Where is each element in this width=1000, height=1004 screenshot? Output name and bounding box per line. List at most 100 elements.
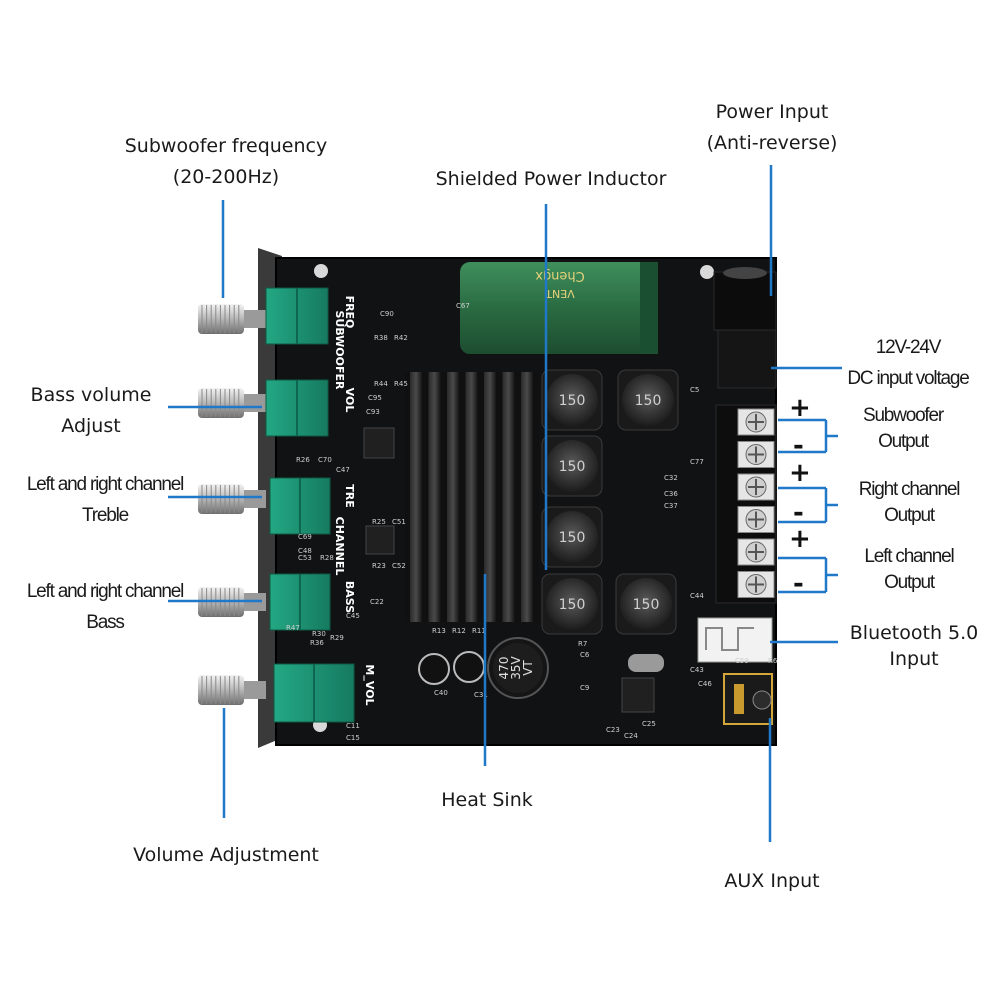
callout-bass-volume: Bass volume Adjust (20, 380, 162, 442)
svg-text:47035VVT: 47035VVT (497, 655, 535, 679)
heat-sink-fin (428, 372, 441, 622)
silkscreen-label: TRE (343, 484, 356, 508)
component-ref-label: C59 (735, 657, 749, 665)
minus-symbol: - (793, 431, 804, 461)
heat-sink-fin (502, 372, 515, 622)
inductor-core (546, 440, 598, 492)
capacitor-rating-line: 35V (509, 655, 523, 679)
leader-lines (168, 165, 842, 842)
callout-subwoofer-output: Subwoofer Output (838, 403, 968, 455)
heat-sink-fin (447, 372, 459, 622)
inductor-core (546, 511, 598, 563)
component-ref-label: C40 (434, 689, 448, 697)
plus-symbol: + (789, 458, 811, 488)
callout-line: 12V-24V (875, 337, 942, 358)
callout-line: Heat Sink (441, 789, 533, 811)
capacitor-brand-label: Chengx (535, 268, 585, 283)
silkscreen-label: M_VOL (363, 664, 376, 705)
callout-line: Left and right channel (26, 474, 185, 495)
component-ref-label: R30 (312, 630, 326, 638)
heat-sink-fin (484, 372, 496, 622)
component-ref-label: R13 (432, 627, 446, 635)
callout-line: Left and right channel (26, 581, 185, 602)
component-ref-label: R44 (374, 380, 388, 388)
callout-left-output: Left channel Output (836, 544, 982, 596)
inductor-core (622, 374, 674, 426)
terminal-housing (715, 404, 777, 604)
knob-neck (244, 310, 266, 328)
component-ref-label: C45 (346, 612, 360, 620)
bluetooth-module (697, 617, 773, 663)
capacitor-rating-line: VT (521, 660, 535, 676)
heat-sink-fin (521, 372, 533, 622)
callout-line: Left channel (864, 546, 954, 567)
inductor-value-label: 150 (559, 597, 586, 613)
inductor-value-label: 150 (635, 393, 662, 409)
callout-line: Power Input (715, 101, 829, 123)
component-ref-label: C95 (368, 394, 382, 402)
component-ref-label: R47 (286, 624, 300, 632)
component-ref-label: C24 (624, 732, 638, 740)
heat-sink (405, 372, 539, 622)
minus-symbol: - (793, 569, 804, 599)
callout-lr-bass: Left and right channel Bass (10, 576, 200, 638)
knob-neck (244, 490, 266, 508)
callout-line: Bass volume (30, 384, 152, 406)
callout-line: Bass (86, 612, 125, 633)
callout-dc-voltage: 12V-24V DC input voltage (826, 332, 990, 394)
silkscreen-label: CHANNEL (333, 517, 346, 576)
component-ref-label: C69 (298, 533, 312, 541)
callout-power-input: Power Input (Anti-reverse) (680, 97, 864, 159)
knob-shaft (198, 388, 244, 418)
component-ref-label: C32 (664, 474, 678, 482)
callout-line: (Anti-reverse) (706, 132, 838, 154)
inductor-core (546, 374, 598, 426)
component-ref-label: C53 (298, 554, 312, 562)
component-ref-label: C22 (370, 598, 384, 606)
component-ref-label: C67 (456, 302, 470, 310)
component-ref-label: C46 (698, 680, 712, 688)
terminal-block (715, 404, 777, 604)
callout-line: Output (884, 572, 935, 593)
component-ref-label: C23 (606, 726, 620, 734)
callout-aux-input: AUX Input (702, 866, 842, 897)
silkscreen-label: FREQ (343, 296, 356, 329)
component-ref-label: C93 (366, 408, 380, 416)
component-ref-label: C25 (642, 720, 656, 728)
capacitor-rating-line: 470 (497, 657, 511, 680)
component-ref-label: C9 (580, 684, 589, 692)
component-ref-label: R6 (768, 657, 778, 665)
capacitor-series-label: VENT (545, 287, 575, 300)
component-ref-label: C70 (318, 456, 332, 464)
callout-right-output: Right channel Output (836, 477, 982, 529)
component-ref-label: C77 (690, 458, 704, 466)
heat-sink-fin (465, 372, 478, 622)
knob-column (198, 304, 266, 705)
component-ref-label: R45 (394, 380, 408, 388)
minus-symbol: - (793, 498, 804, 528)
component-ref-label: R36 (310, 639, 324, 647)
aux-jack (723, 673, 773, 725)
component-ref-label: R42 (394, 334, 408, 342)
component-ref-label: R25 (372, 518, 386, 526)
component-ref-label: R23 (372, 562, 386, 570)
callout-line: Subwoofer (862, 405, 944, 426)
callout-lr-treble: Left and right channel Treble (10, 469, 200, 531)
inductor-value-label: 150 (559, 393, 586, 409)
plus-symbol: + (789, 524, 811, 554)
component-ref-label: C44 (690, 592, 704, 600)
ic-chip (363, 427, 395, 459)
knob-shaft (198, 304, 244, 334)
callout-line: Output (884, 505, 935, 526)
callout-heat-sink: Heat Sink (422, 785, 552, 816)
component-ref-label: C52 (392, 562, 406, 570)
callout-line: AUX Input (724, 870, 820, 892)
heat-sink-fin (410, 372, 422, 622)
callout-line: (20-200Hz) (172, 166, 280, 188)
component-ref-label: R7 (578, 640, 587, 648)
inductor-value-label: 150 (559, 459, 586, 475)
component-ref-label: C47 (336, 466, 350, 474)
